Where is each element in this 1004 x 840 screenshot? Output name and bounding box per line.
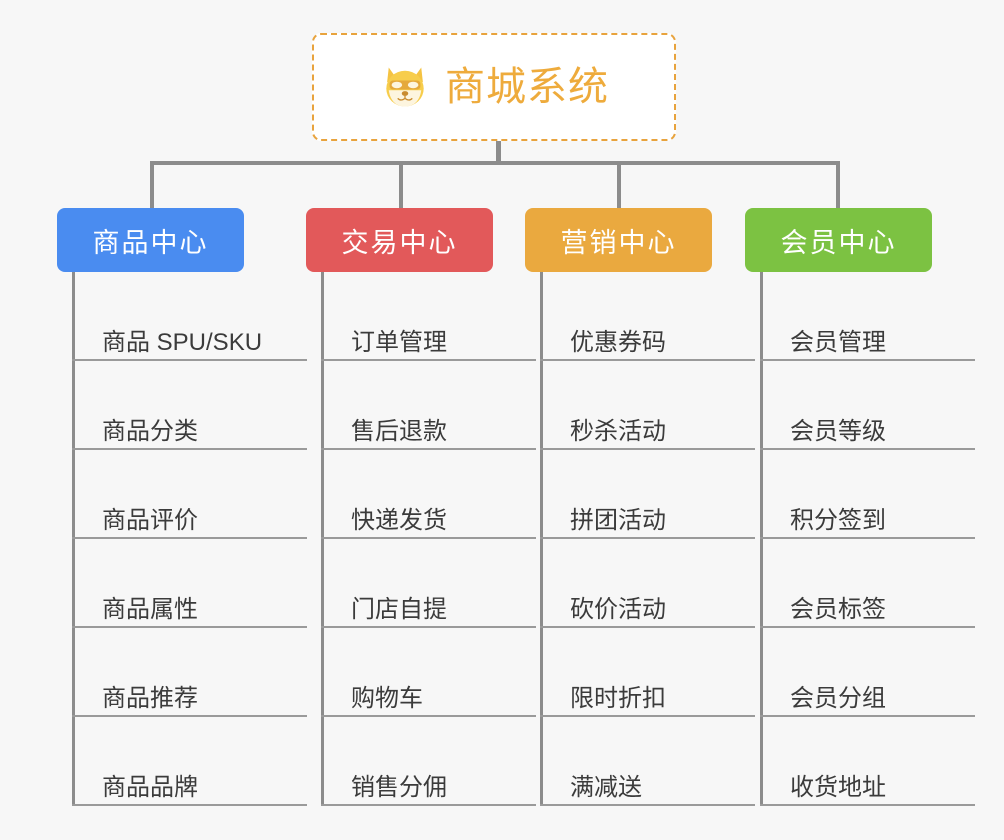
connector-drop-column-1 [150,161,154,209]
category-header-3[interactable]: 营销中心 [525,208,712,272]
leaf-item[interactable]: 拼团活动 [540,450,755,539]
leaf-item[interactable]: 门店自提 [321,539,536,628]
leaf-label: 销售分佣 [351,774,447,802]
category-header-2[interactable]: 交易中心 [306,208,493,272]
leaf-label: 会员等级 [790,418,886,446]
trunk-line-3 [540,272,543,806]
leaf-item[interactable]: 会员标签 [760,539,975,628]
leaf-item[interactable]: 商品品牌 [72,717,307,806]
leaf-label: 会员标签 [790,596,886,624]
leaf-label: 秒杀活动 [570,418,666,446]
leaf-label: 会员管理 [790,329,886,357]
leaf-label: 限时折扣 [570,685,666,713]
leaf-label: 购物车 [351,685,423,713]
branch-column-3: 营销中心 优惠券码 秒杀活动 拼团活动 砍价活动 限时折扣 满减送 [525,208,755,806]
category-header-4[interactable]: 会员中心 [745,208,932,272]
leaf-label: 收货地址 [790,774,886,802]
leaf-label: 砍价活动 [570,596,666,624]
leaf-item[interactable]: 收货地址 [760,717,975,806]
category-header-1[interactable]: 商品中心 [57,208,244,272]
leaf-label: 商品 SPU/SKU [102,329,263,357]
leaf-item[interactable]: 销售分佣 [321,717,536,806]
category-header-3-label: 营销中心 [560,227,677,258]
leaf-item[interactable]: 商品 SPU/SKU [72,272,307,361]
branch-column-1: 商品中心 商品 SPU/SKU 商品分类 商品评价 商品属性 商品推荐 商品品牌 [57,208,307,806]
leaf-label: 优惠券码 [570,329,666,357]
leaf-label: 拼团活动 [570,507,666,535]
leaf-item[interactable]: 会员等级 [760,361,975,450]
leaf-label: 会员分组 [790,685,886,713]
connector-drop-column-3 [617,161,621,209]
leaf-item[interactable]: 满减送 [540,717,755,806]
leaf-item[interactable]: 限时折扣 [540,628,755,717]
category-header-4-label: 会员中心 [780,227,897,258]
leaf-item[interactable]: 秒杀活动 [540,361,755,450]
leaf-item[interactable]: 订单管理 [321,272,536,361]
connector-drop-column-2 [399,161,403,209]
leaf-label: 商品评价 [102,507,198,535]
leaf-label: 满减送 [570,774,642,802]
root-node-title: 商城系统 [445,65,609,109]
connector-root-stem [496,141,501,164]
leaf-list-2: 订单管理 售后退款 快递发货 门店自提 购物车 销售分佣 [306,272,536,806]
leaf-list-1: 商品 SPU/SKU 商品分类 商品评价 商品属性 商品推荐 商品品牌 [57,272,307,806]
leaf-label: 售后退款 [351,418,447,446]
leaf-label: 订单管理 [351,329,447,357]
leaf-item[interactable]: 会员分组 [760,628,975,717]
leaf-label: 快递发货 [351,507,447,535]
leaf-item[interactable]: 优惠券码 [540,272,755,361]
connector-horizontal-bus [150,161,840,165]
leaf-label: 商品品牌 [102,774,198,802]
leaf-label: 商品属性 [102,596,198,624]
leaf-item[interactable]: 购物车 [321,628,536,717]
leaf-item[interactable]: 积分签到 [760,450,975,539]
trunk-line-1 [72,272,75,806]
leaf-item[interactable]: 商品属性 [72,539,307,628]
root-node-shop-system[interactable]: 商城系统 [312,33,676,141]
leaf-item[interactable]: 售后退款 [321,361,536,450]
leaf-label: 门店自提 [351,596,447,624]
leaf-list-3: 优惠券码 秒杀活动 拼团活动 砍价活动 限时折扣 满减送 [525,272,755,806]
category-header-2-label: 交易中心 [341,227,458,258]
leaf-list-4: 会员管理 会员等级 积分签到 会员标签 会员分组 收货地址 [745,272,975,806]
leaf-item[interactable]: 砍价活动 [540,539,755,628]
trunk-line-2 [321,272,324,806]
connector-drop-column-4 [836,161,840,209]
leaf-item[interactable]: 快递发货 [321,450,536,539]
leaf-label: 积分签到 [790,507,886,535]
trunk-line-4 [760,272,763,806]
shiba-dog-face-icon [386,67,424,109]
leaf-label: 商品分类 [102,418,198,446]
leaf-item[interactable]: 会员管理 [760,272,975,361]
branch-column-2: 交易中心 订单管理 售后退款 快递发货 门店自提 购物车 销售分佣 [306,208,536,806]
leaf-item[interactable]: 商品分类 [72,361,307,450]
leaf-item[interactable]: 商品推荐 [72,628,307,717]
leaf-label: 商品推荐 [102,685,198,713]
category-header-1-label: 商品中心 [92,227,209,258]
branch-column-4: 会员中心 会员管理 会员等级 积分签到 会员标签 会员分组 收货地址 [745,208,975,806]
leaf-item[interactable]: 商品评价 [72,450,307,539]
